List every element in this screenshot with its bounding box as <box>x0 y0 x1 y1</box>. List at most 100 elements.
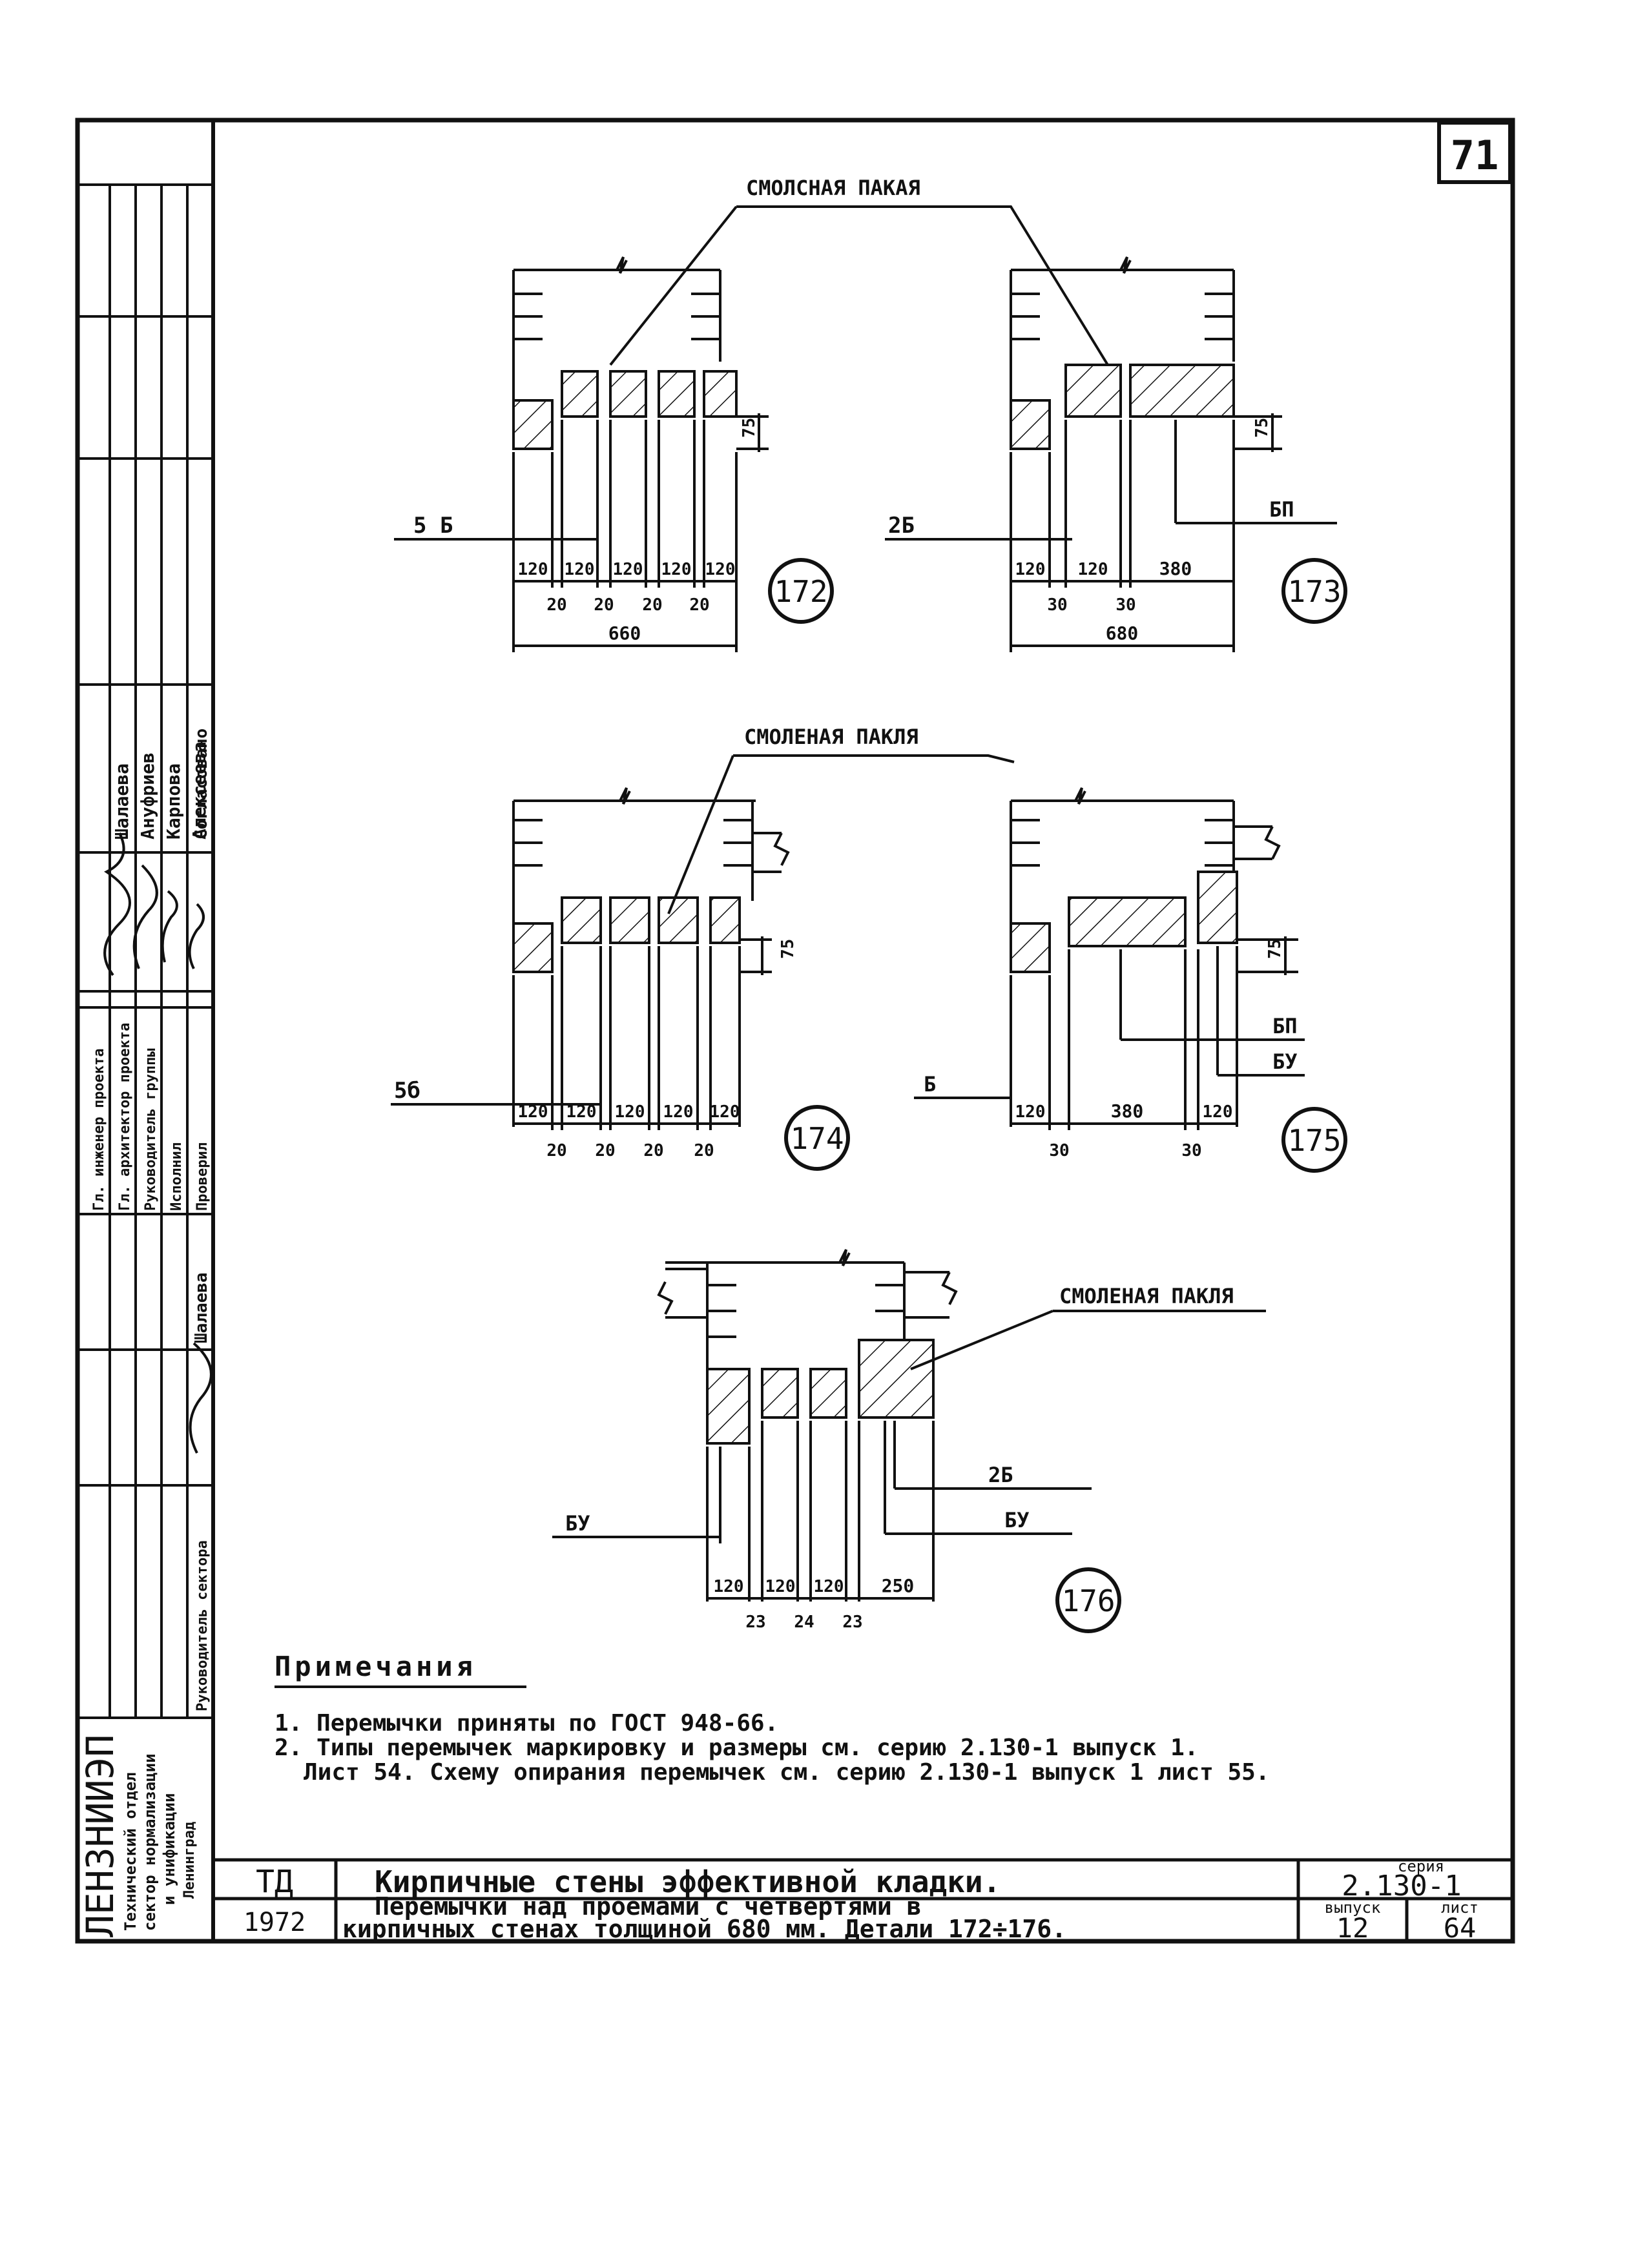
joint-173-1: 30 <box>1047 595 1067 615</box>
detail-172-text: 5 Б 75 120 120 120 120 120 20 20 20 20 6… <box>413 418 828 644</box>
stamp-name-4: Алексеева <box>189 741 210 840</box>
notes-heading: Примечания <box>275 1651 477 1682</box>
title-year: 1972 <box>244 1908 306 1937</box>
detail-174 <box>391 787 850 1171</box>
detail-175 <box>914 787 1347 1173</box>
height-172: 75 <box>740 418 759 438</box>
sheet-number: 71 <box>1451 132 1499 179</box>
notes-line-3: Лист 54. Схему опирания перемычек см. се… <box>304 1759 1270 1786</box>
dim-173-1: 120 <box>1015 560 1046 579</box>
dim-172-4: 120 <box>661 560 692 579</box>
dim-174-4: 120 <box>663 1102 694 1122</box>
mark-175-right-1: БП <box>1272 1014 1298 1038</box>
height-174: 75 <box>778 939 798 959</box>
joint-172-2: 20 <box>594 595 614 615</box>
dim-174-1: 120 <box>518 1102 548 1122</box>
detail-176 <box>552 1249 1121 1633</box>
stamp-dept-2: сектор нормализации <box>141 1753 159 1931</box>
mark-176-left: БУ <box>565 1511 590 1536</box>
overall-173: 680 <box>1106 623 1139 644</box>
stamp-role-4: Исполнил <box>169 1142 185 1211</box>
dim-174-3: 120 <box>615 1102 645 1122</box>
stamp-org: ЛЕНЗНИИЭП <box>78 1735 122 1937</box>
resin-label-bottom: СМОЛЕНАЯ ПАКЛЯ <box>1059 1284 1234 1308</box>
mark-175-right-2: БУ <box>1272 1049 1298 1074</box>
stamp-name-2: Ануфриев <box>137 752 158 840</box>
issue-value: 12 <box>1336 1912 1369 1944</box>
dim-176-3: 120 <box>814 1577 844 1596</box>
stamp-name-1: Шалаева <box>111 763 132 840</box>
mark-173-right: БП <box>1269 497 1294 522</box>
notes-line-1: 1. Перемычки приняты по ГОСТ 948-66. <box>275 1710 778 1737</box>
title-block-text: ТД 1972 Кирпичные стены эффективной клад… <box>244 1857 1478 1944</box>
dim-175-3: 120 <box>1203 1102 1233 1122</box>
joint-172-1: 20 <box>546 595 566 615</box>
resin-labels: СМОЛСНАЯ ПАКАЯ СМОЛЕНАЯ ПАКЛЯ СМОЛЕНАЯ П… <box>609 176 1266 1370</box>
stamp-role-3: Руководитель группы <box>143 1048 159 1211</box>
dim-172-1: 120 <box>518 560 548 579</box>
joint-176-1: 23 <box>745 1613 765 1632</box>
detail-175-text: Б БП БУ 75 120 380 120 30 30 175 <box>924 939 1342 1160</box>
height-175: 75 <box>1265 939 1285 959</box>
joint-172-3: 20 <box>642 595 662 615</box>
joint-172-4: 20 <box>689 595 709 615</box>
title-line-1: Кирпичные стены эффективной кладки. <box>375 1864 1001 1899</box>
joint-174-1: 20 <box>546 1141 566 1160</box>
dim-172-2: 120 <box>565 560 595 579</box>
mark-176-right-1: 2Б <box>988 1463 1013 1487</box>
series-label: серия <box>1398 1857 1444 1875</box>
mark-175-left: Б <box>924 1072 936 1097</box>
stamp-dept-1: Технический отдел <box>121 1772 140 1931</box>
detail-173 <box>885 256 1347 652</box>
joint-175-1: 30 <box>1049 1141 1069 1160</box>
stamp-agreed: Согласовано <box>192 728 211 840</box>
stamp-role-1: Гл. инженер проекта <box>91 1048 107 1211</box>
height-173: 75 <box>1252 418 1272 438</box>
notes: Примечания 1. Перемычки приняты по ГОСТ … <box>275 1651 1270 1786</box>
stamp-sector-name: Шалаева <box>192 1272 211 1343</box>
stamp-sector-head: Руководитель сектора <box>194 1540 211 1711</box>
stamp-dept-3: и унификации <box>160 1793 178 1905</box>
detail-number-176: 176 <box>1061 1583 1115 1618</box>
sheet-label: лист <box>1441 1899 1478 1917</box>
title-line-3: кирпичных стенах толщиной 680 мм. Детали… <box>342 1915 1066 1943</box>
dim-176-2: 120 <box>765 1577 796 1596</box>
dim-172-5: 120 <box>705 560 736 579</box>
stamp-city: Ленинград <box>181 1822 198 1899</box>
joint-174-3: 20 <box>643 1141 663 1160</box>
detail-176-text: БУ 2Б БУ 120 120 120 250 23 24 23 176 <box>565 1463 1115 1632</box>
detail-172 <box>394 256 834 652</box>
overall-172: 660 <box>608 623 641 644</box>
mark-174: 5б <box>394 1078 420 1104</box>
detail-number-172: 172 <box>774 574 827 609</box>
detail-number-175: 175 <box>1287 1123 1341 1158</box>
stamp-role-2: Гл. архитектор проекта <box>117 1023 133 1211</box>
dim-176-4: 250 <box>882 1575 915 1596</box>
title-block <box>213 1858 1513 1941</box>
dim-173-3: 380 <box>1159 558 1192 579</box>
dim-174-5: 120 <box>710 1102 740 1122</box>
stamp-role-5: Проверил <box>194 1142 211 1211</box>
dim-176-1: 120 <box>714 1577 744 1596</box>
mark-172: 5 Б <box>413 513 453 539</box>
sheet-value: 64 <box>1444 1912 1477 1944</box>
title-line-2: Перемычки над проемами с четвертями в <box>375 1892 921 1921</box>
mark-173-left: 2Б <box>888 513 915 539</box>
dim-173-2: 120 <box>1078 560 1108 579</box>
detail-number-173: 173 <box>1287 574 1341 609</box>
detail-173-text: 2Б БП 75 120 120 380 30 30 680 173 <box>888 418 1342 644</box>
side-stamp <box>78 183 213 1719</box>
sheet-number-box: 71 <box>1437 121 1512 184</box>
notes-line-2: 2. Типы перемычек маркировку и размеры с… <box>275 1735 1198 1761</box>
issue-label: выпуск <box>1325 1899 1381 1917</box>
dim-175-2: 380 <box>1111 1100 1144 1122</box>
joint-174-2: 20 <box>595 1141 615 1160</box>
detail-number-174: 174 <box>790 1121 844 1156</box>
joint-174-4: 20 <box>694 1141 714 1160</box>
resin-label-top: СМОЛСНАЯ ПАКАЯ <box>746 176 920 200</box>
mark-176-right-2: БУ <box>1004 1508 1030 1532</box>
dim-172-3: 120 <box>613 560 643 579</box>
detail-174-text: 5б 75 120 120 120 120 120 20 20 20 20 17… <box>394 939 844 1160</box>
resin-label-middle: СМОЛЕНАЯ ПАКЛЯ <box>744 725 918 749</box>
